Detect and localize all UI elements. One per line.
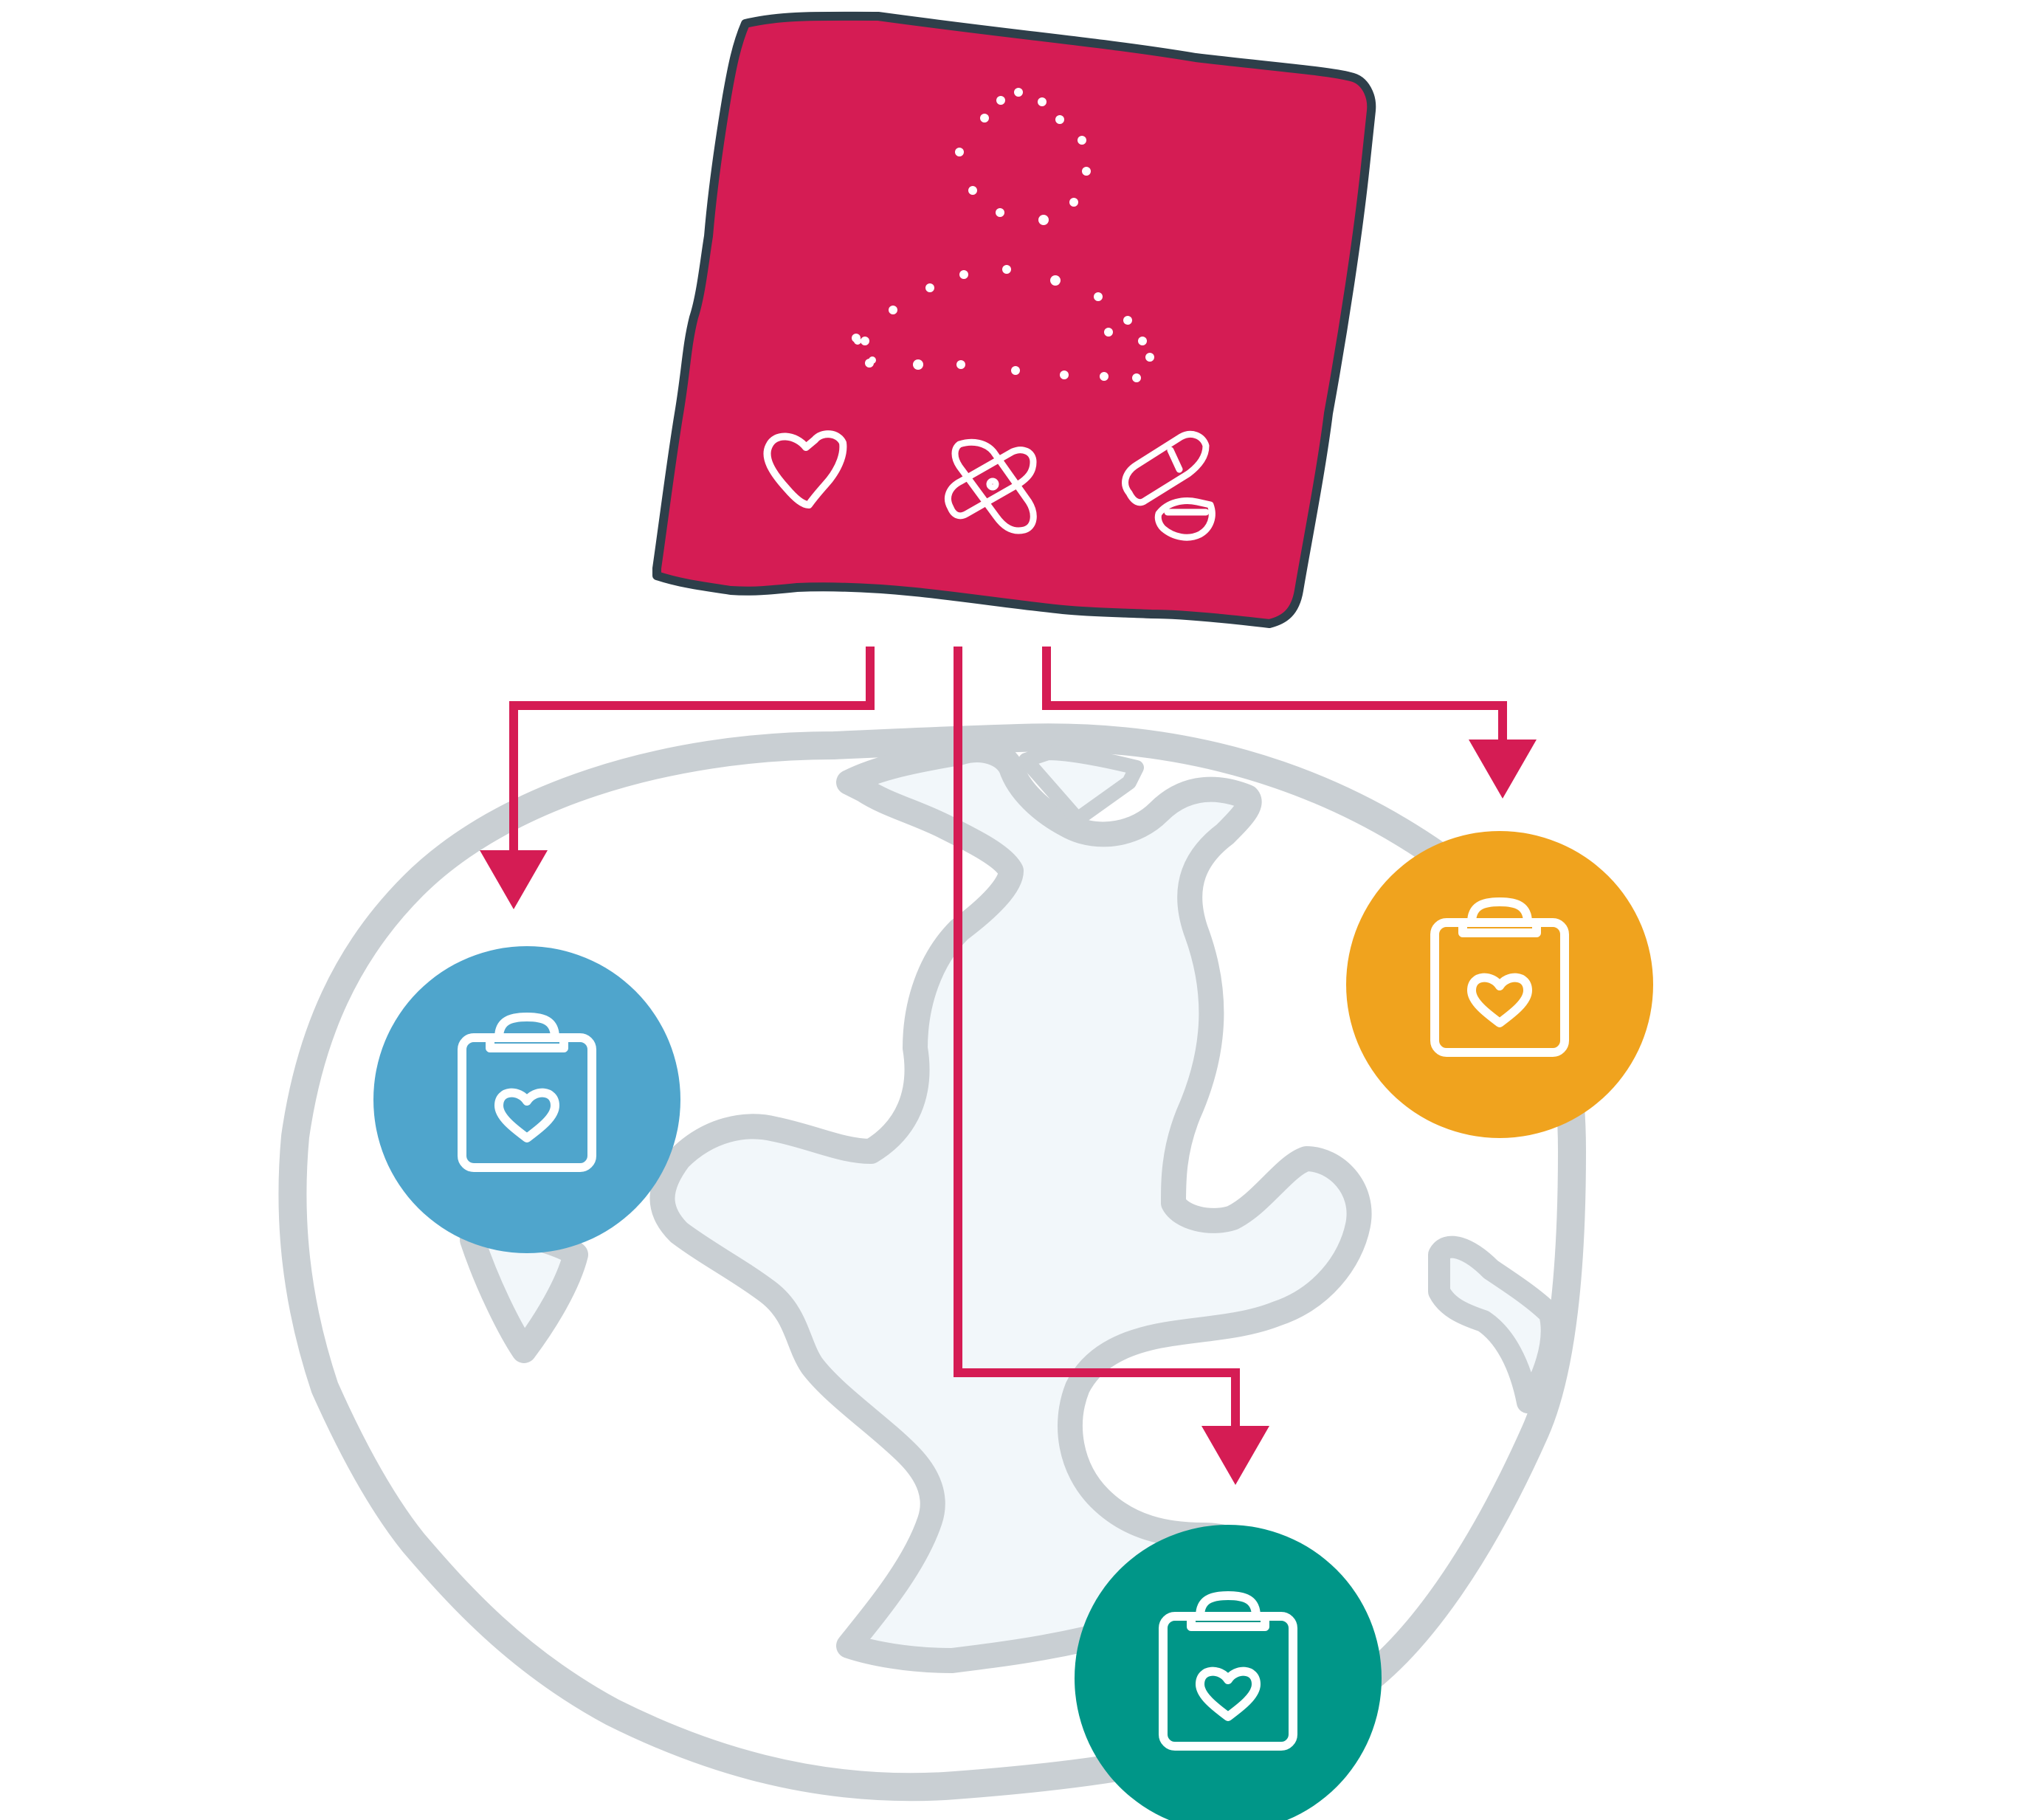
arrows — [509, 647, 1507, 1432]
clipboard-heart-icon — [1430, 897, 1569, 1057]
bandage-icon — [945, 438, 1037, 534]
arrowhead-teal — [1201, 1426, 1269, 1485]
arrowheads — [480, 740, 1537, 1485]
globe-continent-right — [1428, 1235, 1563, 1413]
arrow-to-teal — [954, 647, 1240, 1432]
source-card — [652, 11, 1376, 628]
target-teal — [1075, 1525, 1382, 1820]
arrowhead-blue — [480, 850, 548, 909]
target-orange — [1346, 831, 1653, 1138]
globe-island — [1018, 745, 1144, 827]
pill-icon — [1122, 431, 1216, 541]
heart-icon — [763, 430, 847, 509]
target-teal-circle — [1075, 1525, 1382, 1820]
clipboard-heart-icon — [458, 1013, 596, 1172]
target-blue — [373, 946, 680, 1253]
globe-continent-center — [649, 737, 1372, 1673]
arrowhead-orange — [1469, 740, 1537, 799]
clipboard-heart-icon — [1159, 1591, 1297, 1751]
arrow-to-orange — [1042, 647, 1507, 745]
arrow-to-blue — [509, 647, 875, 855]
person-icon — [852, 88, 1154, 382]
